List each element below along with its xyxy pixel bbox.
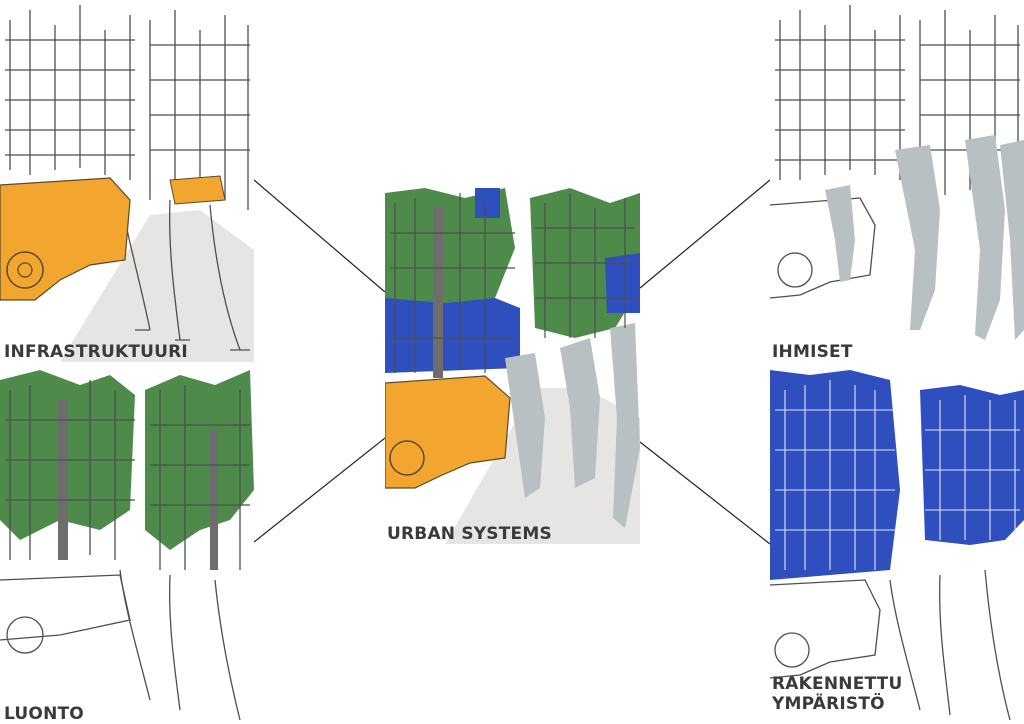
label-nature: LUONTO <box>4 704 84 724</box>
label-center: URBAN SYSTEMS <box>387 524 552 544</box>
street-sketch-built <box>770 370 1024 724</box>
buildings-right-shape <box>920 385 1024 545</box>
connector-nature <box>254 438 385 542</box>
panel-built: RAKENNETTU YMPÄRISTÖ <box>770 370 1024 724</box>
street-sketch-people <box>770 0 1024 362</box>
connector-people <box>640 180 770 288</box>
label-built: RAKENNETTU YMPÄRISTÖ <box>772 674 903 714</box>
label-infrastructure: INFRASTRUKTUURI <box>4 342 188 362</box>
panel-nature: LUONTO <box>0 370 254 724</box>
connector-infrastructure <box>254 180 385 292</box>
panel-people: IHMISET <box>770 0 1024 362</box>
street-sketch-nature <box>0 370 254 724</box>
street-sketch-infrastructure <box>0 0 254 362</box>
connector-built <box>640 442 770 544</box>
buildings-left-shape <box>770 370 900 580</box>
trees-right-shape <box>145 370 254 550</box>
street-sketch-combined <box>385 188 640 544</box>
label-people: IHMISET <box>772 342 853 362</box>
panel-center: URBAN SYSTEMS <box>385 188 640 544</box>
label-built-line1: RAKENNETTU <box>772 674 903 694</box>
buildings-shape <box>385 298 520 373</box>
people-shape <box>825 135 1024 340</box>
panel-infrastructure: INFRASTRUKTUURI <box>0 0 254 362</box>
label-built-line2: YMPÄRISTÖ <box>772 694 903 714</box>
